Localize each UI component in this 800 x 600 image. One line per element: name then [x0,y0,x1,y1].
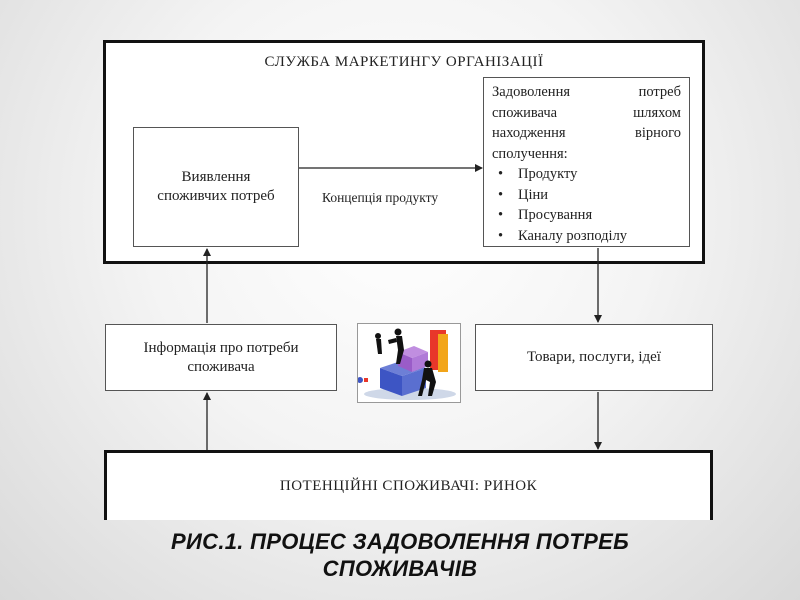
marketing-mix-item: Просування [498,205,681,226]
satisfy-intro-line: находження вірного [492,125,681,141]
marketing-mix-item: Ціни [498,185,681,206]
caption-line-2: СПОЖИВАЧІВ [322,556,478,581]
caption-line-1: РИС.1. ПРОЦЕС ЗАДОВОЛЕННЯ ПОТРЕБ [171,529,629,554]
product-concept-label: Концепція продукту [322,190,439,205]
satisfy-needs-box: Задоволення потреб споживача шляхом нахо… [483,77,690,247]
marketing-mix-item: Каналу розподілу [498,226,681,247]
identify-needs-box: Виявлення споживчих потреб [133,127,299,247]
consumer-info-text: Інформація про потреби споживача [143,339,299,375]
marketing-service-title: СЛУЖБА МАРКЕТИНГУ ОРГАНІЗАЦІЇ [264,54,544,70]
figure-caption: РИС.1. ПРОЦЕС ЗАДОВОЛЕННЯ ПОТРЕБ СПОЖИВА… [0,528,800,582]
goods-services-box: Товари, послуги, ідеї [475,324,713,391]
potential-consumers-box: ПОТЕНЦІЙНІ СПОЖИВАЧІ: РИНОК [104,450,713,520]
teamwork-cubes-icon [357,328,456,400]
satisfy-intro-line: сполучення: [492,145,568,162]
satisfy-intro-line: Задоволення потреб [492,84,681,100]
identify-needs-text: Виявлення споживчих потреб [157,169,275,204]
teamwork-cubes-illustration [357,323,461,403]
marketing-mix-item: Продукту [498,164,681,185]
consumer-info-box: Інформація про потреби споживача [105,324,337,391]
marketing-mix-list: Продукту Ціни Просування Каналу розподіл… [492,164,681,246]
satisfy-intro-line: споживача шляхом [492,104,681,121]
